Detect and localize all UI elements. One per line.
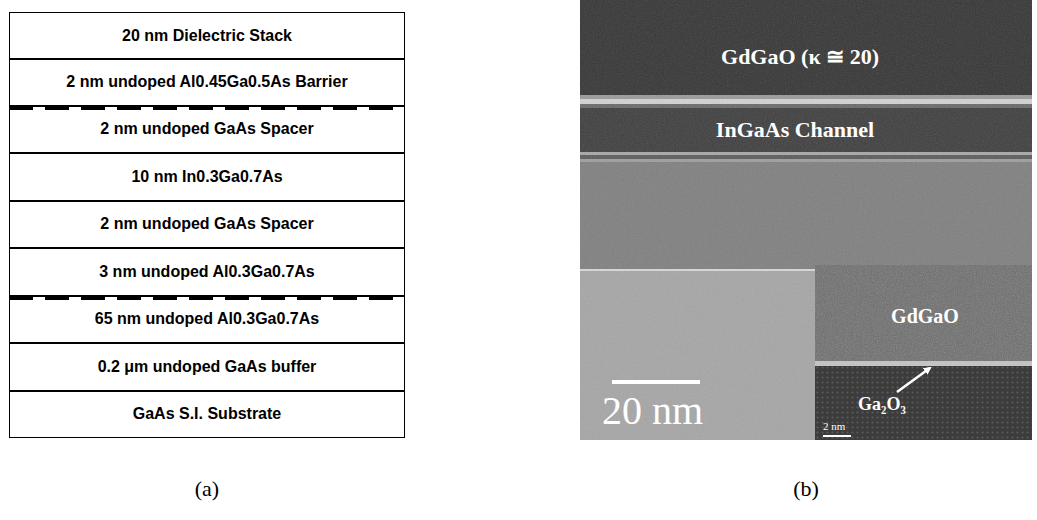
layer-label: 10 nm In0.3Ga0.7As <box>131 168 282 186</box>
layer-box: 10 nm In0.3Ga0.7As <box>9 153 405 201</box>
layer-box: 65 nm undoped Al0.3Ga0.7As <box>9 296 405 344</box>
scale-label: 20 nm <box>602 388 703 434</box>
layer-box: 2 nm undoped Al0.45Ga0.5As Barrier <box>9 58 405 106</box>
layer-label: 2 nm undoped GaAs Spacer <box>100 120 313 138</box>
layer-box: 2 nm undoped GaAs Spacer <box>9 106 405 154</box>
layer-label: InGaAs Channel <box>645 117 945 142</box>
inset-label: Ga₂O₃ <box>858 394 906 415</box>
layer-box: 3 nm undoped Al0.3Ga0.7As <box>9 248 405 296</box>
layer-label: 65 nm undoped Al0.3Ga0.7As <box>95 310 319 328</box>
scale-label: 2 nm <box>823 420 845 433</box>
layer-label: 0.2 μm undoped GaAs buffer <box>98 358 317 376</box>
inset-crystal <box>815 366 1032 440</box>
layer-label: 2 nm undoped Al0.45Ga0.5As Barrier <box>66 73 347 91</box>
tem-image <box>580 0 1032 440</box>
layer-label: GaAs S.I. Substrate <box>133 405 282 423</box>
panel-label: (b) <box>656 476 956 501</box>
panel-label: (a) <box>57 476 357 501</box>
inset-label: GdGaO <box>775 305 1037 328</box>
layer-box: 2 nm undoped GaAs Spacer <box>9 201 405 249</box>
layer-box: 20 nm Dielectric Stack <box>9 12 405 60</box>
layer-box: 0.2 μm undoped GaAs buffer <box>9 343 405 391</box>
layer-box: GaAs S.I. Substrate <box>9 391 405 439</box>
pointer-arrow <box>897 368 930 392</box>
scale-bar <box>823 435 851 437</box>
layer-label: 20 nm Dielectric Stack <box>122 27 292 45</box>
layer-label: 3 nm undoped Al0.3Ga0.7As <box>99 263 314 281</box>
image-grain <box>580 0 1032 440</box>
inset-interface <box>815 361 1032 366</box>
inset-image <box>815 265 1032 440</box>
scale-bar <box>612 380 700 384</box>
layer-label: GdGaO (κ ≅ 20) <box>650 44 950 69</box>
layer-label: 2 nm undoped GaAs Spacer <box>100 215 313 233</box>
tem-background <box>580 0 1032 440</box>
